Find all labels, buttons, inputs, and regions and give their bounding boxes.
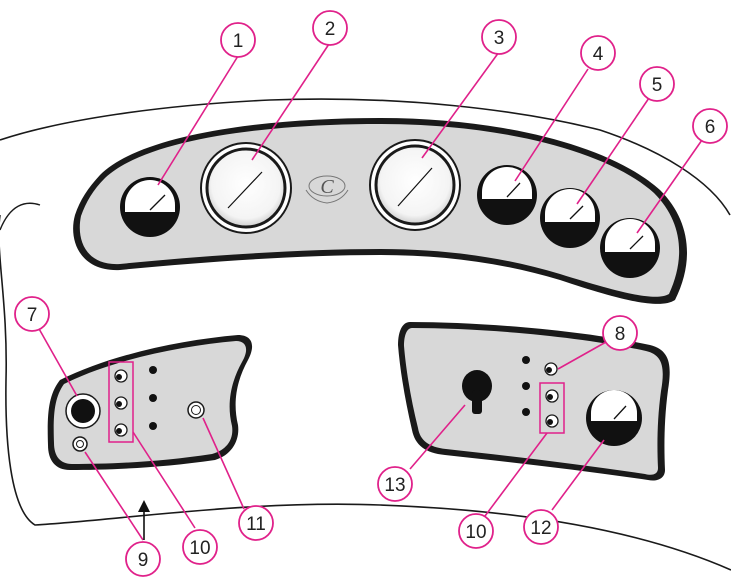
- leader-line-8: [557, 341, 607, 370]
- leader-line-10-right: [484, 432, 548, 517]
- callout-number: 3: [494, 28, 505, 49]
- key-switch-13: [462, 370, 492, 414]
- callout-number: 7: [27, 305, 38, 326]
- indicator-light: [149, 422, 157, 430]
- callout-10: 10: [458, 513, 494, 549]
- leader-line-3: [421, 51, 500, 159]
- callout-number: 6: [705, 117, 716, 138]
- toggle-switch: [114, 423, 128, 437]
- indicator-light: [522, 356, 530, 364]
- toggle-switch-8: [544, 362, 558, 376]
- callout-circle: [639, 66, 675, 102]
- callout-circle: [14, 296, 50, 332]
- callout-circle: [602, 315, 638, 351]
- callout-circle: [220, 22, 256, 58]
- arrow-9: [138, 500, 150, 540]
- callout-8: 8: [602, 315, 638, 351]
- callout-circle: [481, 19, 517, 55]
- knob-7: [65, 393, 101, 429]
- gauge-4: [477, 165, 537, 225]
- leader-line-6: [636, 139, 703, 234]
- toggle-switches-left: [108, 361, 134, 443]
- callout-number: 5: [652, 75, 663, 96]
- leader-line-13: [409, 404, 466, 470]
- callout-6: 6: [692, 108, 728, 144]
- connector-9: [72, 436, 88, 452]
- leader-line-4: [514, 68, 589, 182]
- leader-line-1: [157, 55, 239, 186]
- callout-number: 12: [530, 518, 551, 539]
- leader-line-9a: [84, 451, 144, 541]
- leader-line-5: [576, 97, 650, 205]
- callout-1: 1: [220, 22, 256, 58]
- callout-number: 9: [138, 550, 149, 571]
- toggle-switch: [545, 389, 559, 403]
- toggle-switch: [545, 414, 559, 428]
- leader-line-12: [551, 439, 605, 511]
- crest-c-icon: C: [305, 175, 349, 204]
- callout-number: 11: [246, 514, 266, 535]
- indicator-light: [149, 366, 157, 374]
- dashboard-outline: [0, 98, 731, 216]
- callout-11: 11: [238, 505, 274, 541]
- callout-7: 7: [14, 296, 50, 332]
- callout-circle: [182, 529, 218, 565]
- callout-3: 3: [481, 19, 517, 55]
- gauge-6: [600, 218, 660, 278]
- callout-circle: [523, 509, 559, 545]
- callout-number: 2: [325, 19, 336, 40]
- connector-11: [187, 401, 205, 419]
- gauge-5: [540, 188, 600, 248]
- callout-number: 4: [593, 44, 604, 65]
- lower-left-panel: [47, 335, 253, 470]
- callout-circle: [692, 108, 728, 144]
- gauge-12: [586, 390, 642, 446]
- leader-line-10-left: [132, 431, 196, 529]
- leader-line-11: [202, 417, 245, 510]
- toggle-switch: [114, 396, 128, 410]
- leader-line-7: [37, 326, 78, 397]
- gauge-2: [200, 142, 292, 234]
- gauge-3: [369, 139, 461, 231]
- svg-text:C: C: [320, 176, 334, 198]
- indicator-lights-right: [522, 356, 530, 416]
- leader-lines: [37, 43, 703, 541]
- callout-5: 5: [639, 66, 675, 102]
- callout-2: 2: [312, 10, 348, 46]
- callout-number: 10: [465, 522, 486, 543]
- callout-12: 12: [523, 509, 559, 545]
- callout-number: 13: [384, 475, 405, 496]
- indicator-light: [522, 408, 530, 416]
- callout-10: 10: [182, 529, 218, 565]
- callout-circle: [377, 466, 413, 502]
- toggle-switches-right: [539, 382, 565, 434]
- indicator-light: [149, 394, 157, 402]
- callout-9: 9: [125, 541, 161, 577]
- callout-number: 10: [189, 538, 210, 559]
- callout-4: 4: [580, 35, 616, 71]
- indicator-light: [522, 382, 530, 390]
- callout-circle: [312, 10, 348, 46]
- callout-number: 8: [615, 324, 626, 345]
- indicator-lights-left: [149, 366, 157, 430]
- callout-circle: [125, 541, 161, 577]
- callout-circle: [580, 35, 616, 71]
- gauge-1: [120, 177, 180, 237]
- leader-line-2: [251, 43, 330, 161]
- toggle-switch: [114, 369, 128, 383]
- callout-circle: [458, 513, 494, 549]
- callout-13: 13: [377, 466, 413, 502]
- callout-circle: [238, 505, 274, 541]
- dashboard-edge: [0, 202, 41, 231]
- callout-number: 1: [233, 31, 244, 52]
